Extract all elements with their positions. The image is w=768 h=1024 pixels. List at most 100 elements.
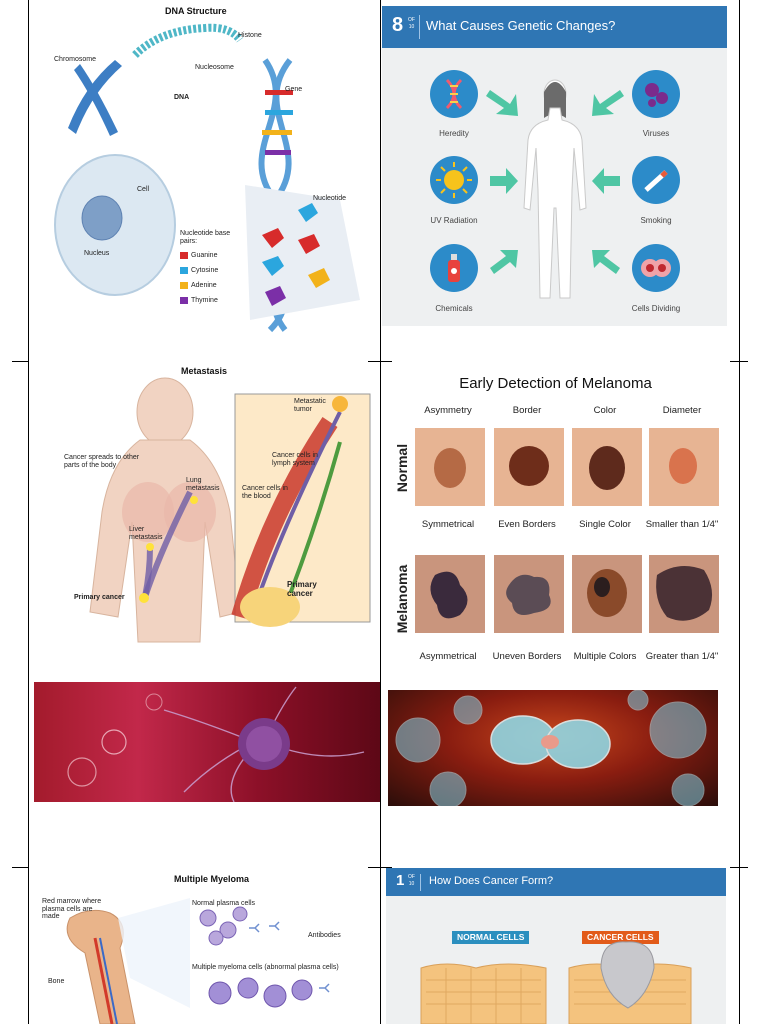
label-guanine: Guanine (191, 252, 218, 259)
metastasis-illustration (89, 377, 371, 643)
dna-structure-panel: DNA Structure Chromosome Histone Nucleos… (40, 0, 375, 335)
spray-can-icon (430, 244, 478, 292)
label-normal-plasma: Normal plasma cells (192, 900, 256, 907)
arrow-chemicals (490, 250, 518, 274)
causes-title: What Causes Genetic Changes? (426, 18, 616, 33)
arrow-heredity (486, 90, 518, 116)
dividing-cell (490, 715, 611, 769)
arrow-uv (490, 168, 518, 194)
tissue-illustration (420, 941, 692, 1024)
cause-label-chemicals: Chemicals (435, 304, 473, 313)
caption-even-borders: Even Borders (498, 519, 556, 530)
label-lymph: Cancer cells in lymph system (272, 452, 318, 467)
mole-normal-color (572, 428, 642, 506)
melanoma-title: Early Detection of Melanoma (459, 375, 652, 392)
label-gene: Gene (285, 86, 303, 93)
label-antibodies: Antibodies (308, 932, 341, 939)
cut-mark-center-1 (368, 361, 392, 362)
cell-division-icon (632, 244, 680, 292)
cut-mark-right-2 (730, 867, 748, 868)
label-metastatic-tumor: Metastatic tumor (294, 398, 326, 413)
label-adenine: Adenine (191, 282, 217, 289)
normal-cells-tag: NORMAL CELLS (452, 931, 530, 944)
caption-asymmetrical: Asymmetrical (419, 651, 477, 662)
mole-melanoma-color (572, 555, 642, 633)
myeloma-panel: Multiple Myeloma Red marrow where plasma… (40, 868, 375, 1024)
label-thymine: Thymine (191, 297, 218, 304)
chromosome-shape (68, 60, 122, 134)
mole-melanoma-diameter (649, 555, 719, 633)
body-silhouette (523, 79, 587, 299)
label-primary-inset: Primary cancer (287, 580, 317, 598)
slide-number: 8 (392, 14, 404, 36)
col-color: Color (593, 405, 617, 416)
cause-label-uv: UV Radiation (430, 216, 478, 225)
header-separator (419, 15, 420, 39)
label-cytosine: Cytosine (191, 267, 219, 274)
cytosine-swatch (180, 267, 188, 274)
cut-line-center (380, 0, 381, 1024)
row-normal: Normal (394, 443, 410, 493)
label-primary: Primary cancer (74, 594, 125, 601)
form-slide-number: 1 (396, 872, 405, 889)
form-header-separator (420, 874, 421, 891)
cause-label-heredity: Heredity (439, 129, 469, 138)
label-nucleus: Nucleus (84, 250, 110, 257)
label-myeloma-cells: Multiple myeloma cells (abnormal plasma … (192, 964, 339, 971)
thymine-swatch (180, 297, 188, 304)
label-dna: DNA (174, 94, 190, 101)
label-bone: Bone (48, 978, 65, 985)
cut-mark-left-2 (12, 867, 28, 868)
label-liver: Liver metastasis (129, 526, 163, 541)
cut-line-right (739, 0, 740, 1024)
dividing-cells-photo (388, 690, 718, 806)
adenine-swatch (180, 282, 188, 289)
sun-icon (430, 156, 478, 204)
cut-mark-right-1 (730, 361, 748, 362)
tumor-mass (600, 941, 655, 1009)
dna-illustration (54, 23, 360, 333)
dna-icon (430, 70, 478, 118)
melanoma-panel: Early Detection of Melanoma Asymmetry Bo… (388, 365, 723, 670)
mole-melanoma-border (494, 555, 564, 633)
cause-label-cells-dividing: Cells Dividing (631, 304, 681, 313)
arrow-cells-dividing (592, 250, 620, 274)
nucleus-shape (81, 195, 123, 241)
caption-multiple-colors: Multiple Colors (573, 651, 637, 662)
caption-uneven-borders: Uneven Borders (492, 651, 562, 662)
guanine-swatch (180, 252, 188, 259)
caption-symmetrical: Symmetrical (421, 519, 475, 530)
caption-single-color: Single Color (579, 519, 631, 530)
row-melanoma: Melanoma (394, 564, 410, 634)
myeloma-illustration (66, 898, 330, 1024)
virus-icon (632, 70, 680, 118)
cancer-cells-tag: CANCER CELLS (582, 931, 659, 944)
cut-mark-center-2 (368, 867, 392, 868)
label-histone: Histone (238, 32, 262, 39)
label-cell: Cell (137, 186, 150, 193)
metastasis-title: Metastasis (181, 366, 228, 376)
cause-arrows (486, 90, 624, 274)
col-diameter: Diameter (662, 405, 702, 416)
cancer-cell-photo (34, 682, 380, 802)
cut-line-left (28, 0, 29, 1024)
label-blood: Cancer cells in the blood (242, 485, 288, 500)
metastasis-panel: Metastasis Cancer spreads to other parts… (40, 362, 375, 652)
cause-label-viruses: Viruses (642, 129, 670, 138)
label-nucleotide: Nucleotide (313, 195, 347, 202)
label-marrow: Red marrow where plasma cells are made (42, 898, 102, 921)
cut-mark-left-1 (12, 361, 28, 362)
label-lung: Lung metastasis (186, 477, 220, 492)
col-asymmetry: Asymmetry (424, 405, 472, 416)
label-nucleosome: Nucleosome (195, 64, 234, 71)
myeloma-title: Multiple Myeloma (174, 874, 250, 884)
mole-normal-diameter (649, 428, 719, 506)
mole-normal-asymmetry (415, 428, 485, 506)
label-base-pairs: Nucleotide base pairs: (180, 230, 231, 245)
